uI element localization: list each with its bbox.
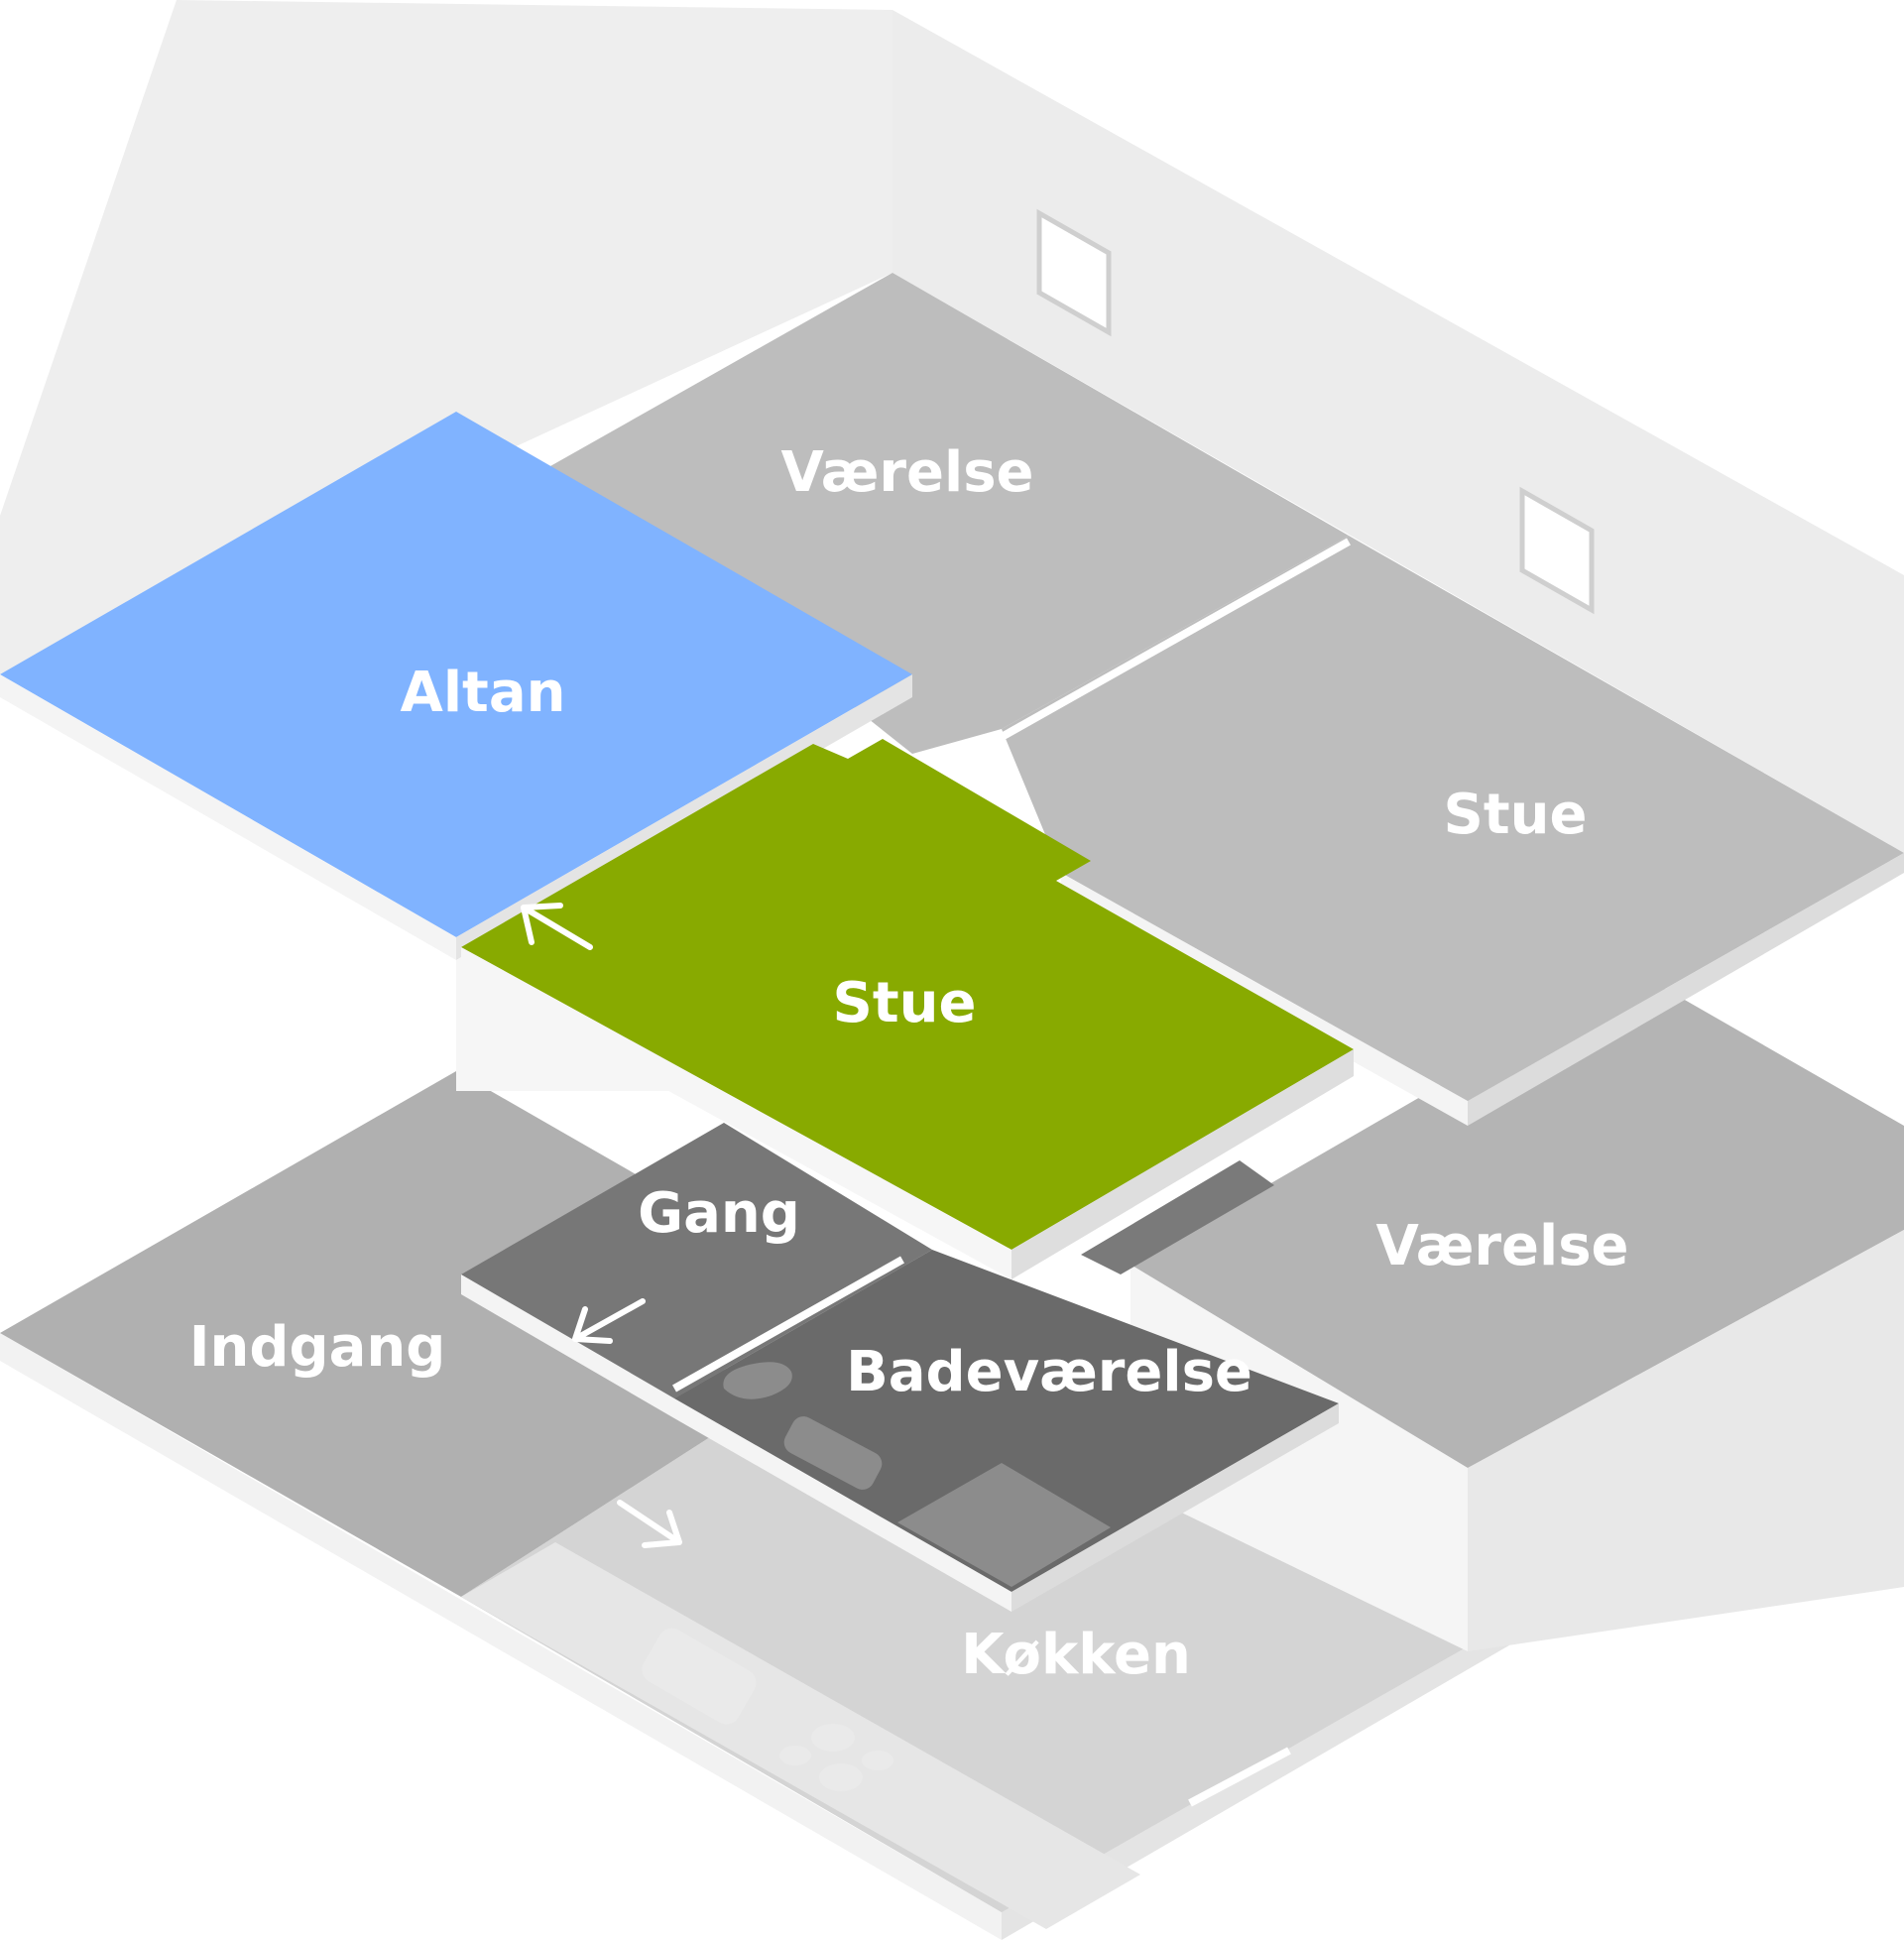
room-vaerelse-lower-top [1130,972,1904,1468]
sink-icon [642,1628,757,1725]
room-kokken-floor-2 [461,1428,1468,1912]
label-badevaerelse: Badeværelse [846,1340,1252,1404]
room-stue-center-edge-right [1012,1049,1354,1279]
room-gang-edge [461,1274,674,1418]
kitchen-door [1188,1747,1291,1807]
label-gang: Gang [638,1181,800,1246]
lower-floor [0,972,1904,1940]
label-altan: Altan [401,661,566,725]
arrow-down-right-icon [617,1500,682,1548]
label-stue-center: Stue [833,971,977,1035]
upper-floor [0,0,1904,1279]
room-badevaerelse-edge-right [1012,1403,1339,1612]
label-indgang: Indgang [189,1315,446,1380]
label-vaerelse-lower: Værelse [1375,1214,1628,1278]
label-stue-right: Stue [1444,783,1588,847]
lower-slab-left-edge [0,1333,1002,1940]
room-badevaerelse-edge [674,1398,1012,1612]
arrow-down-left-icon [572,1298,646,1344]
room-altan-edge-left [0,674,456,960]
window-icon [1519,486,1595,615]
arrow-up-left-icon [521,903,593,950]
bathtub-icon [783,1416,883,1490]
back-wall-right [892,10,1904,853]
window-icon [1036,208,1112,337]
room-stue-center-edge-left [461,947,1012,1279]
label-kokken: Køkken [961,1623,1191,1687]
stove-icon [779,1724,893,1791]
kitchen-counter [461,1542,1140,1929]
room-stue-right-edge [1468,853,1904,1126]
room-vaerelse-upper-floor [550,273,1349,754]
gang-bath-door [672,1256,904,1393]
back-wall-left [0,0,892,684]
label-vaerelse-upper: Værelse [780,440,1033,505]
toilet-icon [723,1362,792,1399]
room-vaerelse-lower-front [1468,1230,1904,1651]
room-stue-right-floor [1002,536,1904,1101]
room-stue-center-floor [461,739,1354,1250]
room-indgang-floor [0,1071,724,1597]
stair-area [1081,1160,1274,1274]
bath-light-panel [897,1463,1111,1587]
room-badevaerelse-floor [674,1250,1339,1592]
vaerelse-stue-door [1000,538,1351,741]
